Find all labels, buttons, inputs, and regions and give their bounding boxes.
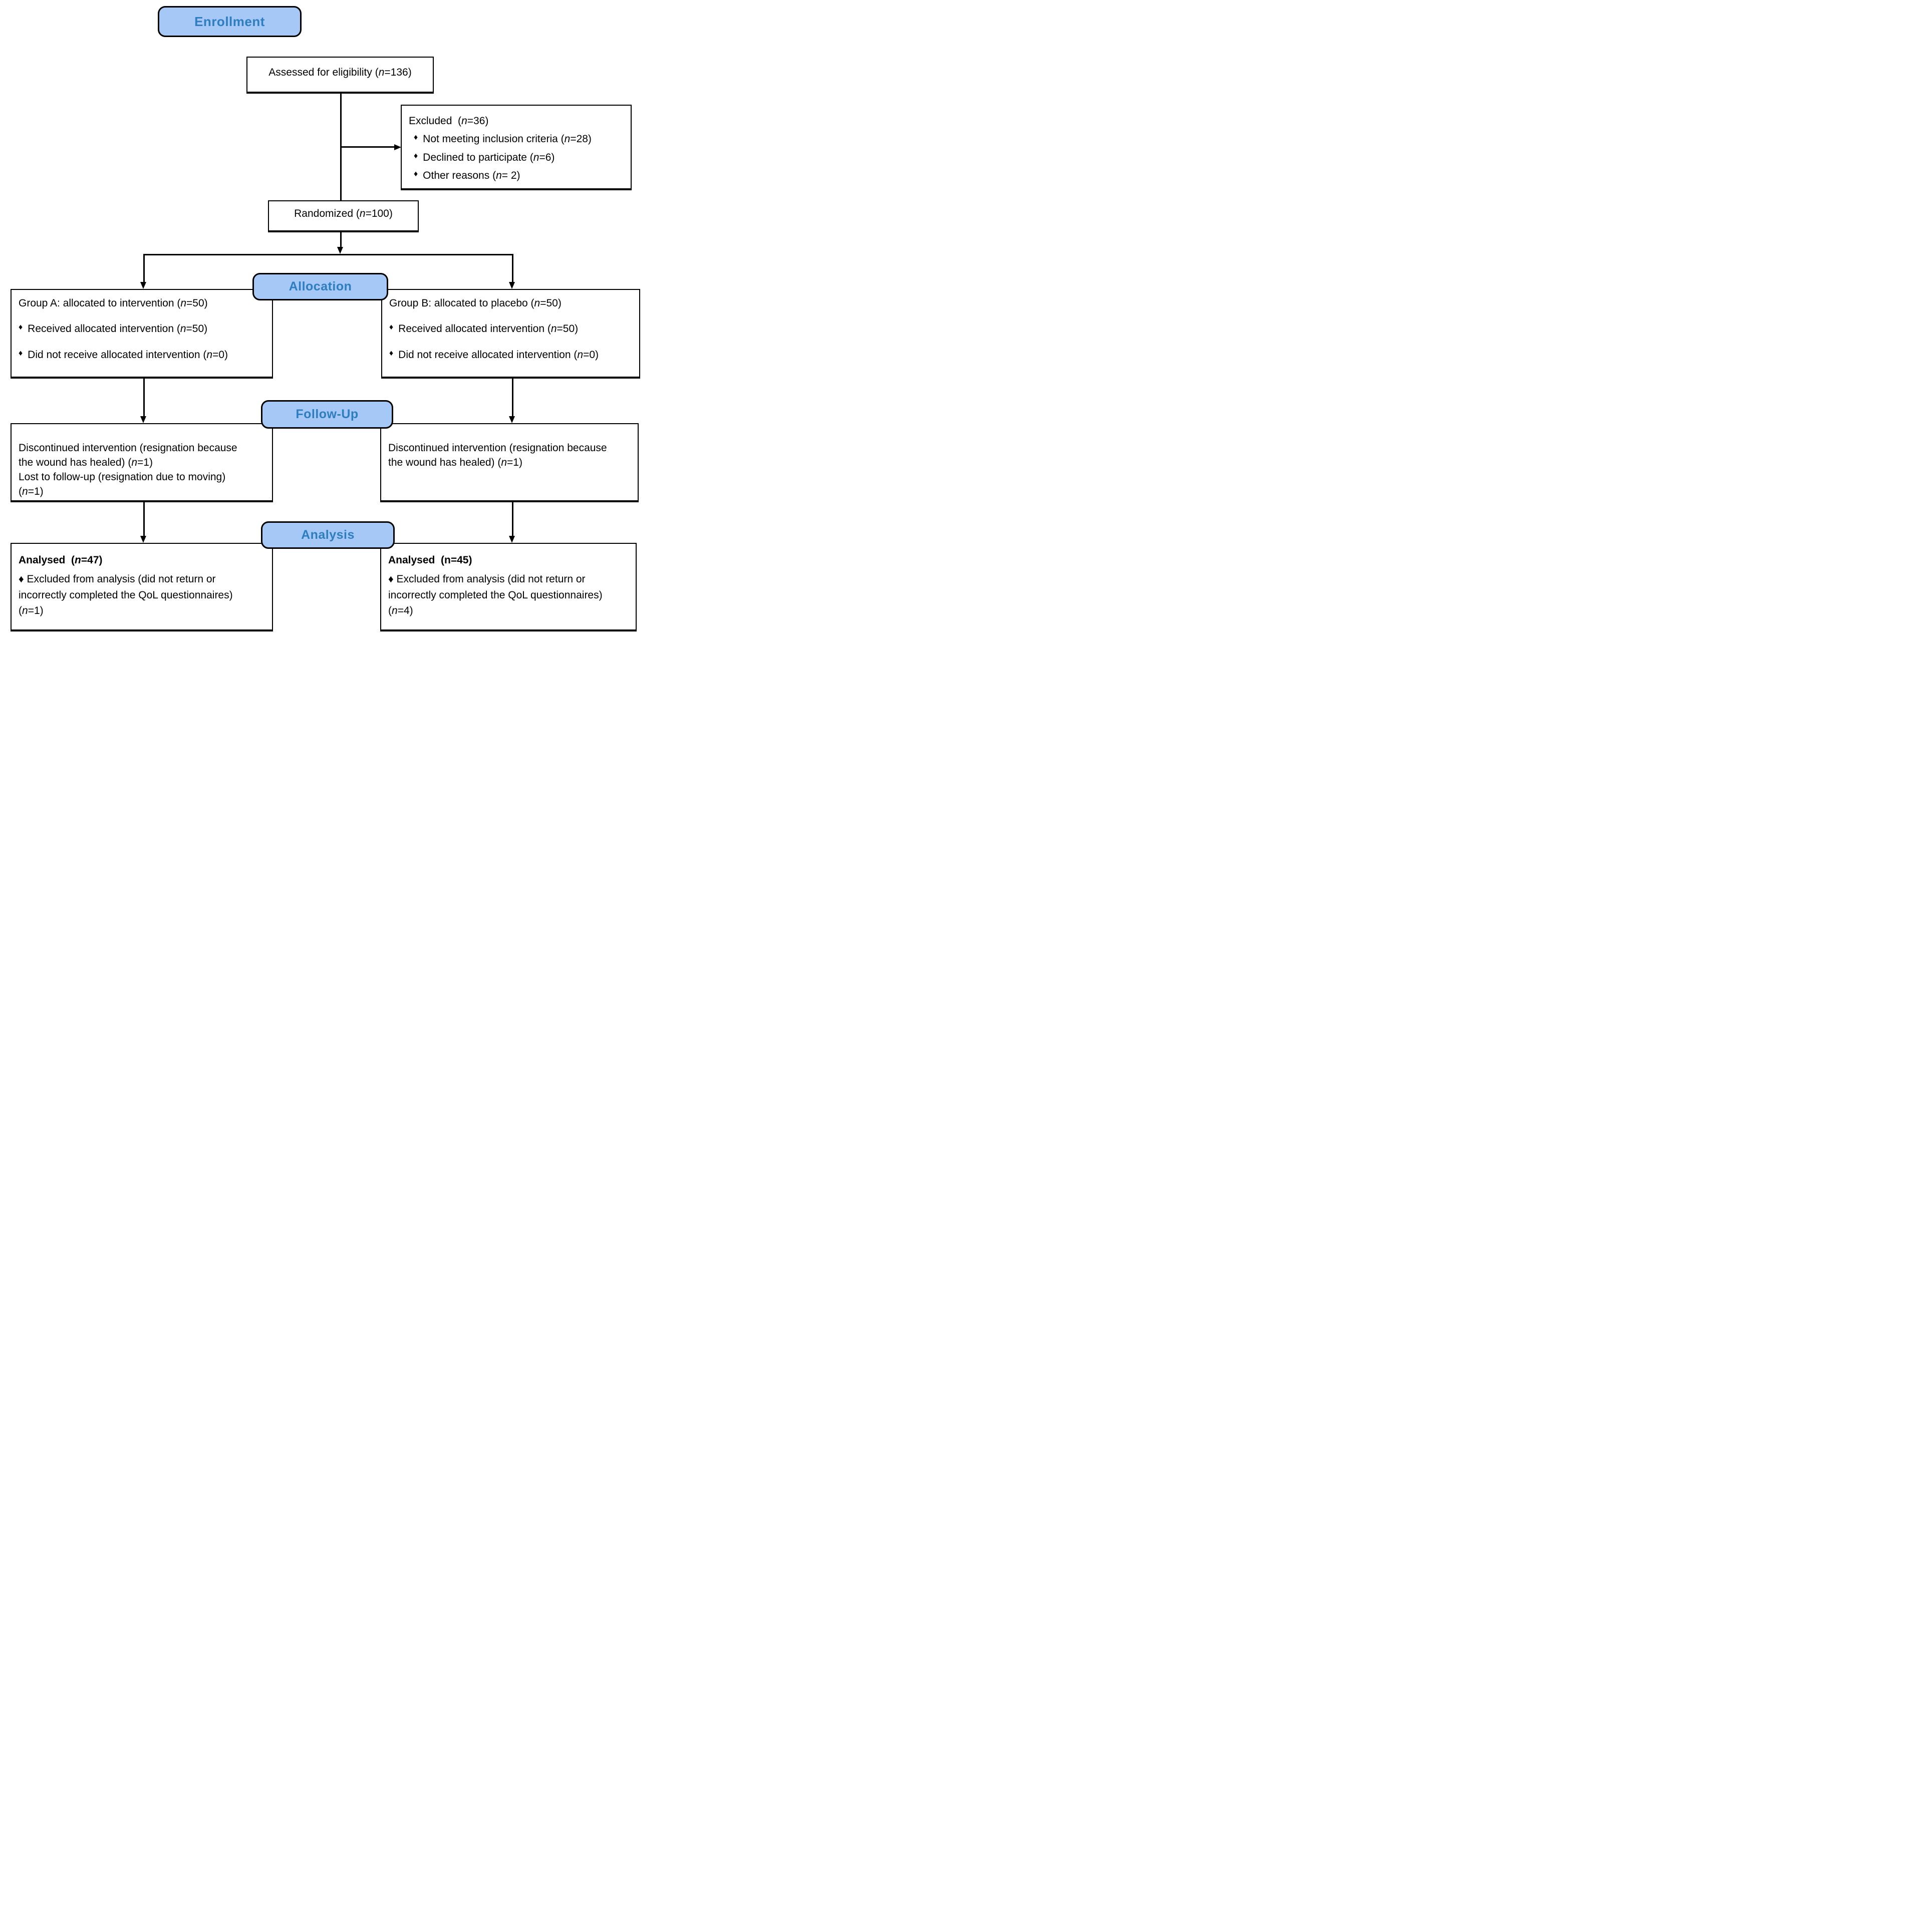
stage-badge-allocation: Allocation	[252, 273, 388, 300]
stage-badge-analysis: Analysis	[261, 521, 395, 549]
connector-assessed-excluded	[341, 146, 395, 148]
connector-followup-b-analysis	[511, 502, 513, 536]
followup-a-box: Discontinued intervention (resignation b…	[11, 423, 273, 502]
analysis-a-box: Analysed (n=47) ♦ Excluded from analysis…	[11, 543, 273, 631]
group-a-item-text: Did not receive allocated intervention (…	[28, 349, 228, 361]
excluded-item-text: Other reasons (n= 2)	[423, 169, 520, 181]
followup-b-box: Discontinued intervention (resignation b…	[380, 423, 639, 502]
diamond-bullet-icon: ♦	[19, 323, 23, 332]
diamond-bullet-icon: ♦	[414, 133, 418, 142]
analysis-b-title: Analysed (n=45)	[388, 554, 472, 566]
arrow-right-icon	[394, 144, 401, 150]
arrow-down-icon	[508, 282, 515, 289]
diamond-bullet-icon: ♦	[389, 323, 394, 332]
analysis-a-text: ♦ Excluded from analysis (did not return…	[19, 573, 233, 617]
list-item: ♦ Did not receive allocated intervention…	[389, 349, 633, 362]
connector-branch-line	[143, 254, 513, 255]
group-b-title: Group B: allocated to placebo (n=50)	[389, 297, 562, 309]
excluded-box: Excluded (n=36) ♦ Not meeting inclusion …	[401, 105, 632, 190]
randomized-box: Randomized (n=100)	[268, 200, 419, 232]
group-a-title: Group A: allocated to intervention (n=50…	[19, 297, 208, 309]
connector-branch-group-a	[143, 254, 145, 282]
stage-badge-enrollment: Enrollment	[158, 6, 302, 37]
connector-group-b-followup	[511, 379, 513, 417]
randomized-text: Randomized (n=100)	[294, 207, 393, 219]
connector-group-a-followup	[143, 379, 145, 417]
group-b-item-text: Received allocated intervention (n=50)	[398, 323, 579, 335]
analysis-b-text: ♦ Excluded from analysis (did not return…	[388, 573, 603, 617]
connector-followup-a-analysis	[143, 502, 145, 536]
list-item: ♦ Received allocated intervention (n=50)	[19, 323, 266, 336]
arrow-down-icon	[140, 282, 146, 289]
connector-branch-group-b	[511, 254, 513, 282]
arrow-down-icon	[337, 247, 343, 254]
analysis-b-box: Analysed (n=45) ♦ Excluded from analysis…	[380, 543, 637, 631]
followup-a-text: Discontinued intervention (resignation b…	[19, 442, 237, 497]
list-item: ♦ Received allocated intervention (n=50)	[389, 323, 633, 336]
analysis-a-title: Analysed (n=47)	[19, 554, 103, 566]
arrow-down-icon	[508, 416, 515, 423]
group-a-item-text: Received allocated intervention (n=50)	[28, 323, 208, 335]
list-item: ♦ Not meeting inclusion criteria (n=28)	[414, 133, 625, 146]
diamond-bullet-icon: ♦	[389, 349, 394, 358]
excluded-item-text: Declined to participate (n=6)	[423, 151, 555, 163]
followup-b-text: Discontinued intervention (resignation b…	[388, 442, 607, 468]
diamond-bullet-icon: ♦	[414, 151, 418, 160]
assessed-text: Assessed for eligibility (n=136)	[268, 66, 412, 78]
assessed-box: Assessed for eligibility (n=136)	[246, 57, 434, 94]
stage-badge-followup: Follow-Up	[261, 400, 393, 429]
excluded-title: Excluded (n=36)	[409, 115, 489, 127]
arrow-down-icon	[140, 416, 146, 423]
list-item: ♦ Other reasons (n= 2)	[414, 169, 625, 182]
list-item: ♦ Did not receive allocated intervention…	[19, 349, 266, 362]
group-b-item-text: Did not receive allocated intervention (…	[398, 349, 599, 361]
diamond-bullet-icon: ♦	[19, 349, 23, 358]
arrow-down-icon	[140, 536, 146, 543]
list-item: ♦ Declined to participate (n=6)	[414, 151, 625, 164]
excluded-item-text: Not meeting inclusion criteria (n=28)	[423, 133, 592, 145]
arrow-down-icon	[508, 536, 515, 543]
diamond-bullet-icon: ♦	[414, 169, 418, 178]
consort-flow-diagram: Enrollment Allocation Follow-Up Analysis…	[0, 0, 644, 642]
group-a-box: Group A: allocated to intervention (n=50…	[11, 289, 273, 379]
group-b-box: Group B: allocated to placebo (n=50) ♦ R…	[381, 289, 640, 379]
connector-randomized-branch	[340, 232, 342, 247]
